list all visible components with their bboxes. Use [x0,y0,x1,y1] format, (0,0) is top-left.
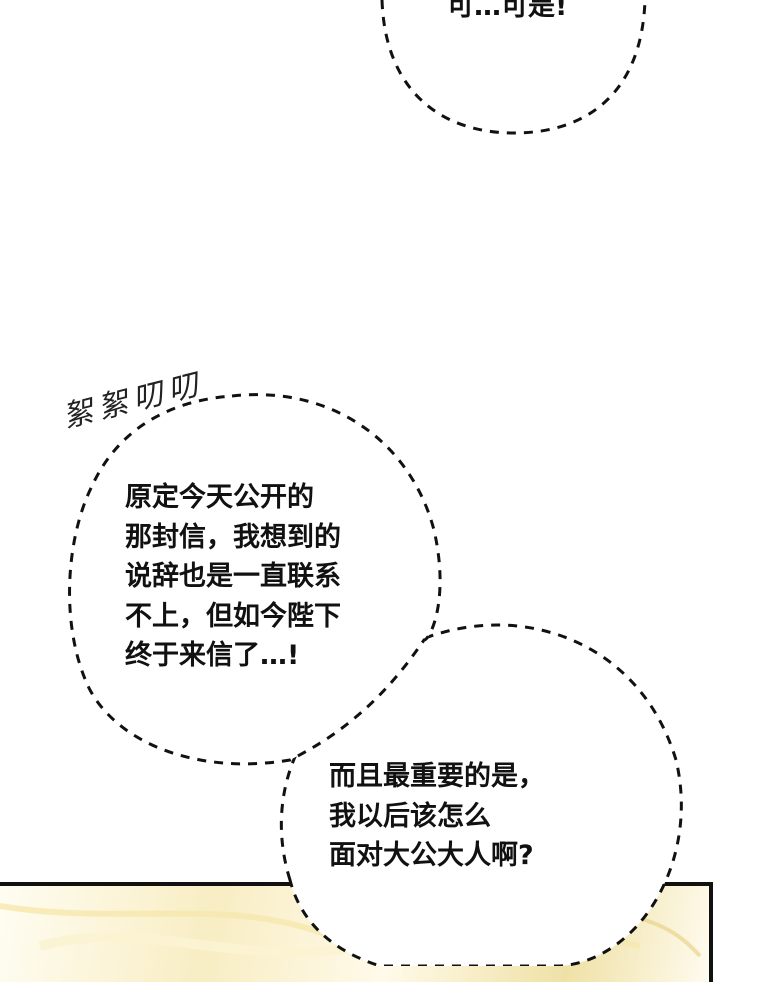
bubble-2-text: 而且最重要的是， 我以后该怎么 面对大公大人啊? [329,761,545,871]
top-bubble-text: 可…可是! [447,0,568,22]
bubble-1-text: 原定今天公开的 那封信，我想到的 说辞也是一直联系 不上，但如今陛下 终于来信了… [125,482,341,671]
bubble-1-outline [68,393,442,766]
bubble-outlines [68,0,683,966]
bubble-2-outline [279,623,683,966]
top-bubble-outline [380,0,647,135]
